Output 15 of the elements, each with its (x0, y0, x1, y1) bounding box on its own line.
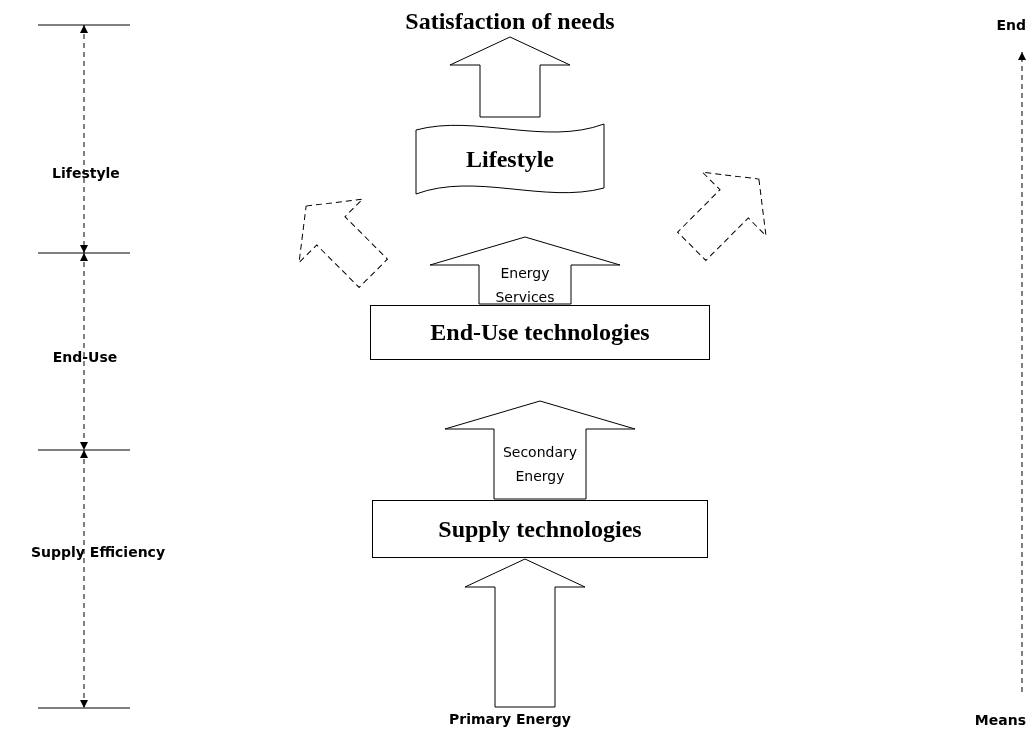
edge-label: Secondary Energy (501, 443, 579, 486)
edge-label: Energy Services (494, 263, 556, 307)
axis-label: End-Use (52, 349, 118, 365)
block-arrow (444, 400, 636, 500)
bottom-text: Primary Energy (430, 708, 590, 730)
axis-label: Lifestyle (52, 165, 120, 181)
heading-text: Satisfaction of needs (355, 6, 665, 36)
block-arrow (449, 36, 571, 118)
block-arrow (429, 236, 621, 305)
axis-label: End (996, 17, 1026, 33)
process-box: Supply technologies (372, 500, 708, 558)
axis-label: Supply Efficiency (30, 544, 166, 560)
process-box: End-Use technologies (370, 305, 710, 360)
block-arrow (464, 558, 586, 708)
axis-label: Means (974, 712, 1026, 728)
